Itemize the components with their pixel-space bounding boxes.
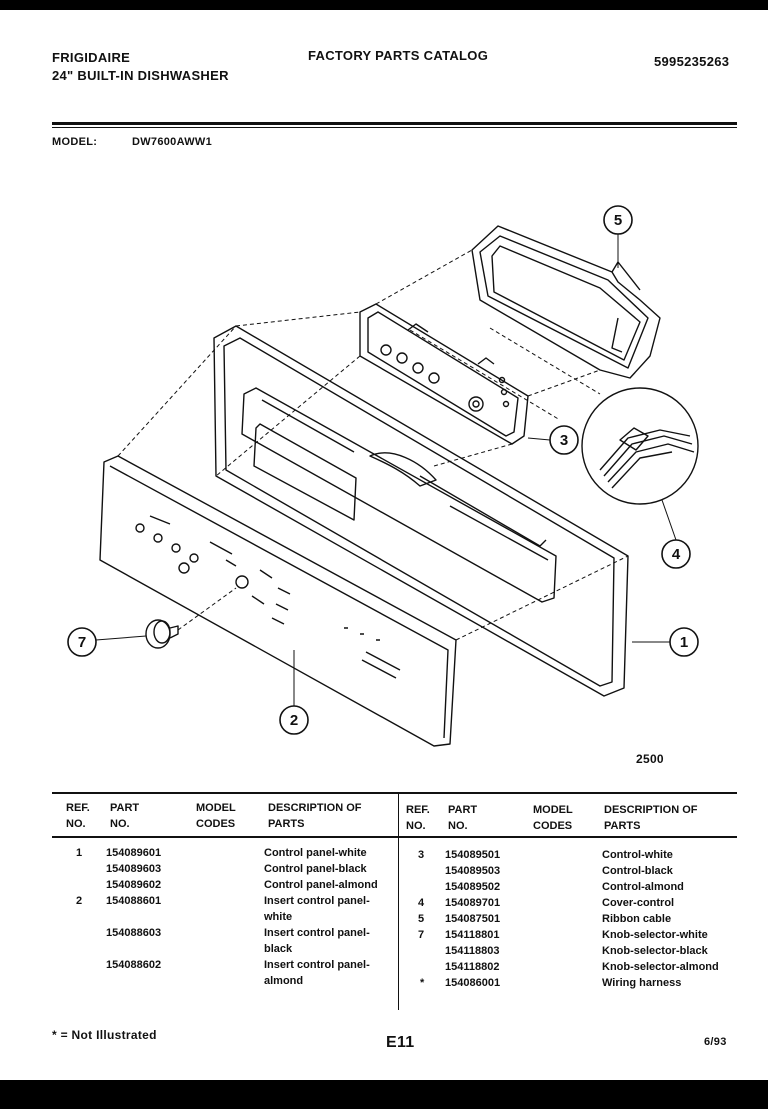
product-name: 24" BUILT-IN DISHWASHER [52, 68, 229, 83]
figure-number: 2500 [636, 752, 664, 766]
table-row-part: 154089503 [445, 865, 501, 877]
callout-1: 1 [680, 634, 688, 651]
header-ref-no-left: REF. NO. [66, 802, 90, 830]
exploded-parts-diagram: 5 3 4 7 1 2 [67, 205, 699, 747]
ribbon-cable-detail [581, 387, 699, 505]
table-row-desc: Cover-control [602, 897, 675, 909]
table-row-part: 154088603 [106, 927, 162, 939]
table-row-part: 154089501 [445, 849, 501, 861]
table-row-desc: Ribbon cable [602, 913, 672, 925]
table-row-desc: Control-white [602, 849, 673, 861]
catalog-title: FACTORY PARTS CATALOG [308, 48, 489, 63]
table-row-ref: * [420, 977, 425, 989]
table-row-part: 154118801 [445, 929, 500, 941]
header-rule-thin [52, 127, 737, 128]
table-row-part: 154088602 [106, 959, 162, 971]
table-row-ref: 3 [418, 849, 425, 861]
callout-5: 4 [672, 546, 681, 563]
header-description-right: DESCRIPTION OF PARTS [604, 804, 698, 832]
header-model-codes-right: MODEL CODES [533, 804, 573, 832]
cover-control-part [471, 225, 661, 379]
revision-date: 6/93 [704, 1036, 727, 1048]
table-row-desc: Knob-selector-white [602, 929, 708, 941]
header-part-no-right: PART NO. [448, 804, 478, 832]
model-label: MODEL: [52, 136, 98, 148]
page-number: E11 [386, 1034, 415, 1051]
table-row-desc: Control-black [602, 865, 673, 877]
table-row-part: 154089603 [106, 863, 162, 875]
table-row-part: 154118802 [445, 961, 500, 973]
table-row-part: 154118803 [445, 945, 500, 957]
table-row-desc: Control panel-almond [264, 879, 378, 891]
catalog-number: 5995235263 [654, 54, 730, 69]
table-row-desc: Knob-selector-black [602, 945, 708, 957]
table-row-part: 154086001 [445, 977, 501, 989]
callout-2: 2 [290, 712, 298, 729]
table-row-desc: Insert control panel-white [264, 895, 370, 923]
table-row-desc: Insert control panel-almond [264, 959, 370, 987]
table-row-ref: 4 [418, 897, 425, 909]
table-row-part: 154089502 [445, 881, 501, 893]
model-value: DW7600AWW1 [132, 136, 213, 148]
callout-7: 7 [78, 634, 86, 651]
table-row-desc: Insert control panel-black [264, 927, 370, 955]
control-panel-part [213, 325, 629, 697]
table-row-ref: 7 [418, 929, 425, 941]
table-header-rule [52, 836, 737, 838]
table-row-desc: Control panel-black [264, 863, 367, 875]
table-row-part: 154089701 [445, 897, 501, 909]
header-part-no-left: PART NO. [110, 802, 140, 830]
brand-name: FRIGIDAIRE [52, 50, 131, 65]
table-row-part: 154089601 [106, 847, 162, 859]
header-model-codes-left: MODEL CODES [196, 802, 236, 830]
table-row-desc: Control panel-white [264, 847, 367, 859]
top-border [0, 0, 768, 10]
table-row-desc: Control-almond [602, 881, 684, 893]
table-row-desc: Wiring harness [602, 977, 682, 989]
header-rule [52, 122, 737, 125]
assembly-lines [117, 249, 629, 641]
table-top-rule [52, 792, 737, 794]
callout-circles [67, 205, 699, 735]
table-row-ref: 1 [76, 847, 83, 859]
table-row-part: 154088601 [106, 895, 162, 907]
selector-knob-part [145, 619, 179, 649]
table-row-part: 154089602 [106, 879, 162, 891]
table-row-part: 154087501 [445, 913, 501, 925]
callout-4: 5 [614, 212, 622, 229]
table-row-desc: Knob-selector-almond [602, 961, 719, 973]
header-ref-no-right: REF. NO. [406, 804, 430, 832]
not-illustrated-note: * = Not Illustrated [52, 1028, 157, 1042]
callout-3: 3 [560, 432, 568, 449]
bottom-border [0, 1080, 768, 1109]
table-row-ref: 2 [76, 895, 83, 907]
table-divider [398, 794, 399, 1010]
table-row-ref: 5 [418, 913, 425, 925]
callout-leaders [95, 234, 677, 706]
header-description-left: DESCRIPTION OF PARTS [268, 802, 362, 830]
